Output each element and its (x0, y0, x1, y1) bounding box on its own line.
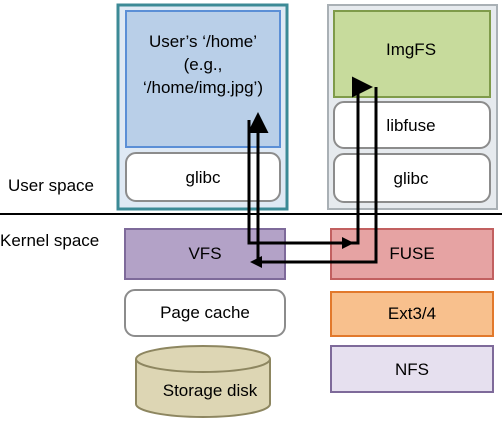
ext-box (330, 291, 494, 337)
ext-label: Ext3/4 (388, 304, 436, 323)
imgfs-label: ImgFS (386, 40, 436, 59)
fuse-entry-arrowhead (342, 237, 354, 249)
fuse-label: FUSE (389, 244, 434, 263)
response-path-arrow (247, 87, 378, 264)
storage-disk-top (135, 345, 271, 373)
right-glibc-box (333, 153, 491, 203)
vfs-entry-arrowhead (250, 256, 262, 268)
storage-disk-label: Storage disk (163, 381, 258, 400)
vfs-label: VFS (188, 244, 221, 263)
page-cache-box (124, 289, 286, 337)
request-path-arrow (247, 76, 373, 245)
left-glibc-box (125, 152, 281, 202)
user-home-line3: ‘/home/img.jpg’) (143, 78, 263, 97)
nfs-label: NFS (395, 360, 429, 379)
right-glibc-label: glibc (394, 169, 429, 188)
nfs-box (330, 345, 494, 393)
page-cache-label: Page cache (160, 303, 250, 322)
kernel-space-label: Kernel space (0, 231, 99, 250)
left-glibc-label: glibc (186, 168, 221, 187)
libfuse-label: libfuse (386, 116, 435, 135)
libfuse-box (333, 101, 491, 149)
user-home-line2: (e.g., (184, 55, 223, 74)
user-space-label: User space (8, 176, 94, 195)
storage-disk-body (135, 359, 271, 418)
storage-disk: Storage disk (135, 345, 271, 418)
user-home-line1: User’s ‘/home’ (149, 32, 257, 51)
